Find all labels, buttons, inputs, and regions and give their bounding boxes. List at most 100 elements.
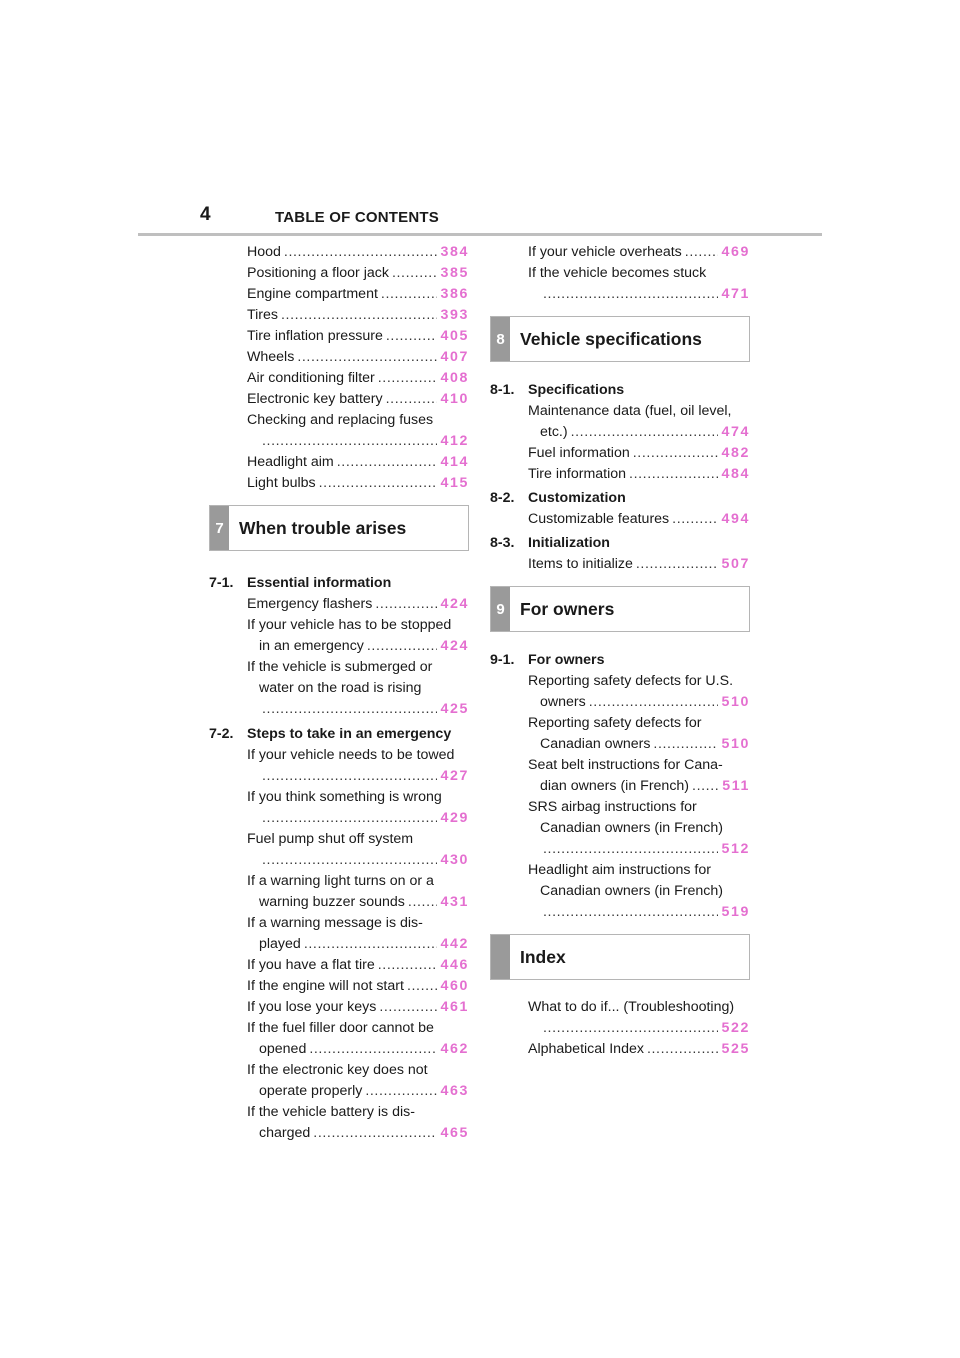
toc-entry[interactable]: Items to initialize.....................… (490, 554, 750, 575)
toc-entry[interactable]: If your vehicle overheats...............… (490, 242, 750, 263)
toc-entry[interactable]: Electronic key battery..................… (209, 389, 469, 410)
toc-entry-line: charged.................................… (209, 1123, 469, 1144)
page-link[interactable]: 430 (440, 852, 469, 868)
page-link[interactable]: 510 (721, 736, 750, 752)
section-heading[interactable]: 8-2.Customization (490, 487, 750, 509)
page-link[interactable]: 525 (721, 1041, 750, 1057)
section-heading[interactable]: 7-2.Steps to take in an emergency (209, 723, 469, 745)
page-link[interactable]: 405 (440, 328, 469, 344)
page-link[interactable]: 469 (721, 244, 750, 260)
page-link[interactable]: 384 (440, 244, 469, 260)
toc-entry-line: ........................................… (490, 1018, 750, 1039)
section-heading[interactable]: 8-1.Specifications (490, 379, 750, 401)
page-link[interactable]: 386 (440, 286, 469, 302)
toc-entry[interactable]: Engine compartment......................… (209, 284, 469, 305)
index-banner[interactable]: Index (490, 934, 750, 980)
section-heading[interactable]: 9-1.For owners (490, 649, 750, 671)
toc-entry[interactable]: Fuel information........................… (490, 443, 750, 464)
toc-entry[interactable]: Tire information........................… (490, 464, 750, 485)
page-link[interactable]: 424 (440, 638, 469, 654)
page-link[interactable]: 462 (440, 1041, 469, 1057)
chapter-8-banner[interactable]: 8 Vehicle specifications (490, 316, 750, 362)
chapter-7-banner[interactable]: 7 When trouble arises (209, 505, 469, 551)
page-link[interactable]: 393 (440, 307, 469, 323)
page-link[interactable]: 512 (721, 841, 750, 857)
toc-entry[interactable]: If your vehicle needs to be towed.......… (209, 745, 469, 787)
toc-entry[interactable]: Maintenance data (fuel, oil level,etc.).… (490, 401, 750, 443)
toc-entry[interactable]: Air conditioning filter.................… (209, 368, 469, 389)
toc-entry[interactable]: Positioning a floor jack................… (209, 263, 469, 284)
toc-entry[interactable]: Customizable features...................… (490, 509, 750, 530)
toc-entry[interactable]: Fuel pump shut off system...............… (209, 829, 469, 871)
page-link[interactable]: 463 (440, 1083, 469, 1099)
page-link[interactable]: 410 (440, 391, 469, 407)
page-link[interactable]: 427 (440, 768, 469, 784)
toc-entry[interactable]: Tires...................................… (209, 305, 469, 326)
page-link[interactable]: 465 (440, 1125, 469, 1141)
section-title: Initialization (528, 535, 610, 551)
page-link[interactable]: 507 (721, 556, 750, 572)
page-link[interactable]: 461 (440, 999, 469, 1015)
toc-entry[interactable]: Checking and replacing fuses............… (209, 410, 469, 452)
toc-entry-line: Tires...................................… (209, 305, 469, 326)
toc-entry[interactable]: If you lose your keys...................… (209, 997, 469, 1018)
page-link[interactable]: 519 (721, 904, 750, 920)
page-link[interactable]: 511 (722, 778, 750, 794)
page-link[interactable]: 407 (440, 349, 469, 365)
toc-entry[interactable]: Headlight aim...........................… (209, 452, 469, 473)
toc-entry[interactable]: If the vehicle becomes stuck............… (490, 263, 750, 305)
page-link[interactable]: 442 (440, 936, 469, 952)
page-link[interactable]: 431 (440, 894, 469, 910)
section-heading[interactable]: 8-3.Initialization (490, 532, 750, 554)
page-link[interactable]: 415 (440, 475, 469, 491)
page-link[interactable]: 482 (721, 445, 750, 461)
dot-leader: ........................................… (309, 1041, 437, 1057)
page-link[interactable]: 408 (440, 370, 469, 386)
page-link[interactable]: 414 (440, 454, 469, 470)
page-link[interactable]: 510 (721, 694, 750, 710)
toc-entry[interactable]: Light bulbs.............................… (209, 473, 469, 494)
chapter-9-banner[interactable]: 9 For owners (490, 586, 750, 632)
toc-entry[interactable]: What to do if... (Troubleshooting)......… (490, 997, 750, 1039)
toc-entry-line: ........................................… (209, 699, 469, 720)
page-link[interactable]: 385 (440, 265, 469, 281)
toc-entry[interactable]: If the vehicle battery is dis-charged...… (209, 1102, 469, 1144)
dot-leader: ........................................… (635, 556, 718, 572)
toc-entry[interactable]: Seat belt instructions for Cana-dian own… (490, 755, 750, 797)
toc-entry[interactable]: If you have a flat tire.................… (209, 955, 469, 976)
toc-entry[interactable]: Emergency flashers......................… (209, 594, 469, 615)
page-link[interactable]: 412 (440, 433, 469, 449)
section-heading[interactable]: 7-1.Essential information (209, 572, 469, 594)
toc-entry[interactable]: If the engine will not start............… (209, 976, 469, 997)
toc-entry[interactable]: Reporting safety defects for U.S.owners.… (490, 671, 750, 713)
toc-entry-text: owners (540, 694, 586, 710)
page-link[interactable]: 522 (721, 1020, 750, 1036)
toc-entry-line: ........................................… (209, 808, 469, 829)
page-link[interactable]: 494 (721, 511, 750, 527)
page-link[interactable]: 429 (440, 810, 469, 826)
toc-entry[interactable]: Wheels..................................… (209, 347, 469, 368)
page-link[interactable]: 474 (721, 424, 750, 440)
page-link[interactable]: 446 (440, 957, 469, 973)
page-link[interactable]: 424 (440, 596, 469, 612)
toc-entry[interactable]: Tire inflation pressure.................… (209, 326, 469, 347)
toc-entry-text: If you think something is wrong (247, 789, 442, 805)
page-link[interactable]: 460 (440, 978, 469, 994)
toc-entry[interactable]: If a warning message is dis-played......… (209, 913, 469, 955)
chapter-number-tab: 9 (491, 587, 510, 631)
page-link[interactable]: 425 (440, 701, 469, 717)
toc-entry-text: Emergency flashers (247, 596, 373, 612)
page-link[interactable]: 484 (721, 466, 750, 482)
toc-entry[interactable]: If you think something is wrong.........… (209, 787, 469, 829)
toc-entry[interactable]: Hood....................................… (209, 242, 469, 263)
toc-entry[interactable]: Alphabetical Index......................… (490, 1039, 750, 1060)
page-link[interactable]: 471 (721, 286, 750, 302)
